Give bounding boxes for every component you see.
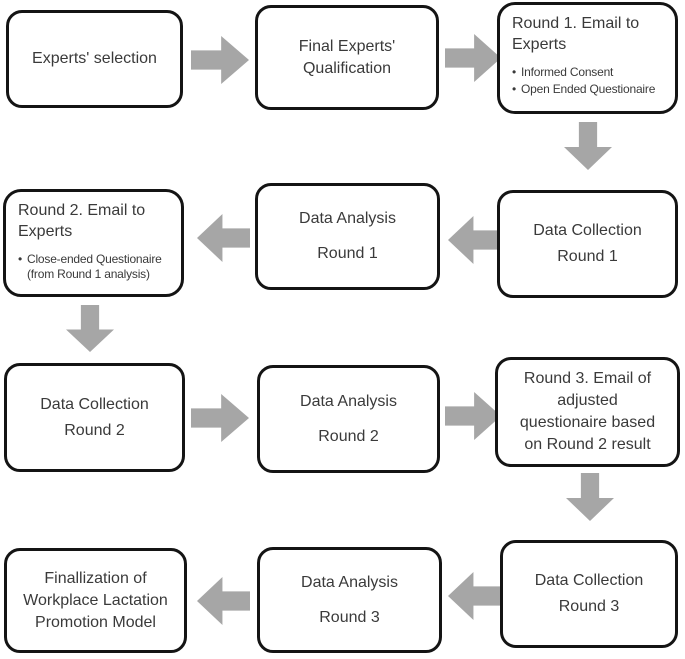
flow-node-finalization-of-model: Finallization of Workplace Lactation Pro… (4, 548, 187, 653)
node-text-line: Data Analysis (299, 210, 396, 227)
flow-node-data-collection-round-3: Data Collection Round 3 (500, 540, 678, 648)
bullet-text: Informed Consent (521, 64, 614, 79)
node-text-line: Data Collection (40, 395, 149, 413)
flow-node-round-1-email-to-experts: Round 1. Email to Experts Informed Conse… (497, 2, 678, 114)
arrow-down-icon (66, 305, 114, 352)
node-text-line: Promotion Model (35, 613, 156, 631)
node-text-line: Round 2 (64, 421, 125, 439)
bullet-list: Close-ended Questionaire (from Round 1 a… (18, 252, 173, 283)
arrow-right-icon (445, 34, 501, 82)
list-item: Informed Consent (512, 65, 667, 81)
bullet-icon (18, 252, 27, 283)
arrow-right-icon (445, 392, 501, 440)
bullet-text: Close-ended Questionaire (from Round 1 a… (27, 251, 162, 282)
node-text-line: Finallization of (44, 569, 147, 587)
list-item: Open Ended Questionaire (512, 82, 667, 98)
node-text-line: Data Analysis (301, 573, 398, 591)
bullet-text: Open Ended Questionaire (521, 82, 656, 97)
bullet-icon (512, 82, 521, 98)
arrow-right-icon (191, 394, 249, 442)
node-text-line: Round 2 (318, 427, 379, 445)
node-text-line: on Round 2 result (524, 436, 651, 453)
node-title: Round 1. Email to Experts (512, 15, 640, 53)
flow-node-data-collection-round-1: Data Collection Round 1 (497, 190, 678, 298)
node-text-line: Final Experts' (298, 37, 396, 55)
flow-node-data-analysis-round-3: Data Analysis Round 3 (257, 547, 442, 653)
list-item: Close-ended Questionaire (from Round 1 a… (18, 252, 173, 283)
node-text-line: Round 3 (558, 598, 620, 615)
arrow-left-icon (448, 572, 501, 620)
node-text-line: Data Collection (533, 222, 642, 239)
node-text-line: Round 3. Email of (523, 370, 652, 387)
node-text-line: Qualification (302, 59, 392, 77)
flow-node-round-2-email-to-experts: Round 2. Email to Experts Close-ended Qu… (3, 189, 184, 297)
arrow-left-icon (197, 214, 250, 262)
arrow-right-icon (191, 36, 249, 84)
node-title: Round 2. Email to Experts (18, 202, 146, 240)
node-text-line: Data Collection (534, 572, 644, 589)
bullet-list: Informed Consent Open Ended Questionaire (512, 65, 667, 98)
arrow-left-icon (448, 216, 501, 264)
node-text-line: questionaire based (519, 414, 656, 431)
flow-node-experts-selection: Experts' selection (6, 10, 183, 108)
node-text-line: Round 1 (557, 248, 618, 265)
node-text-line: adjusted (557, 392, 618, 409)
arrow-down-icon (564, 122, 612, 170)
arrow-down-icon (566, 473, 614, 521)
flow-node-round-3-email-adjusted-questionaire: Round 3. Email of adjusted questionaire … (495, 357, 680, 467)
flow-node-data-analysis-round-1: Data Analysis Round 1 (255, 183, 440, 290)
node-text-line: Round 1 (317, 245, 378, 262)
node-text-line: Round 3 (319, 608, 380, 626)
node-text-line: Workplace Lactation (23, 591, 168, 609)
node-text-line: Data Analysis (300, 392, 397, 410)
flow-node-final-experts-qualification: Final Experts' Qualification (255, 5, 439, 110)
node-text-line: Experts' selection (32, 50, 157, 67)
bullet-icon (512, 65, 521, 81)
flow-node-data-collection-round-2: Data Collection Round 2 (4, 363, 185, 472)
flow-node-data-analysis-round-2: Data Analysis Round 2 (257, 365, 440, 473)
arrow-left-icon (197, 577, 250, 625)
